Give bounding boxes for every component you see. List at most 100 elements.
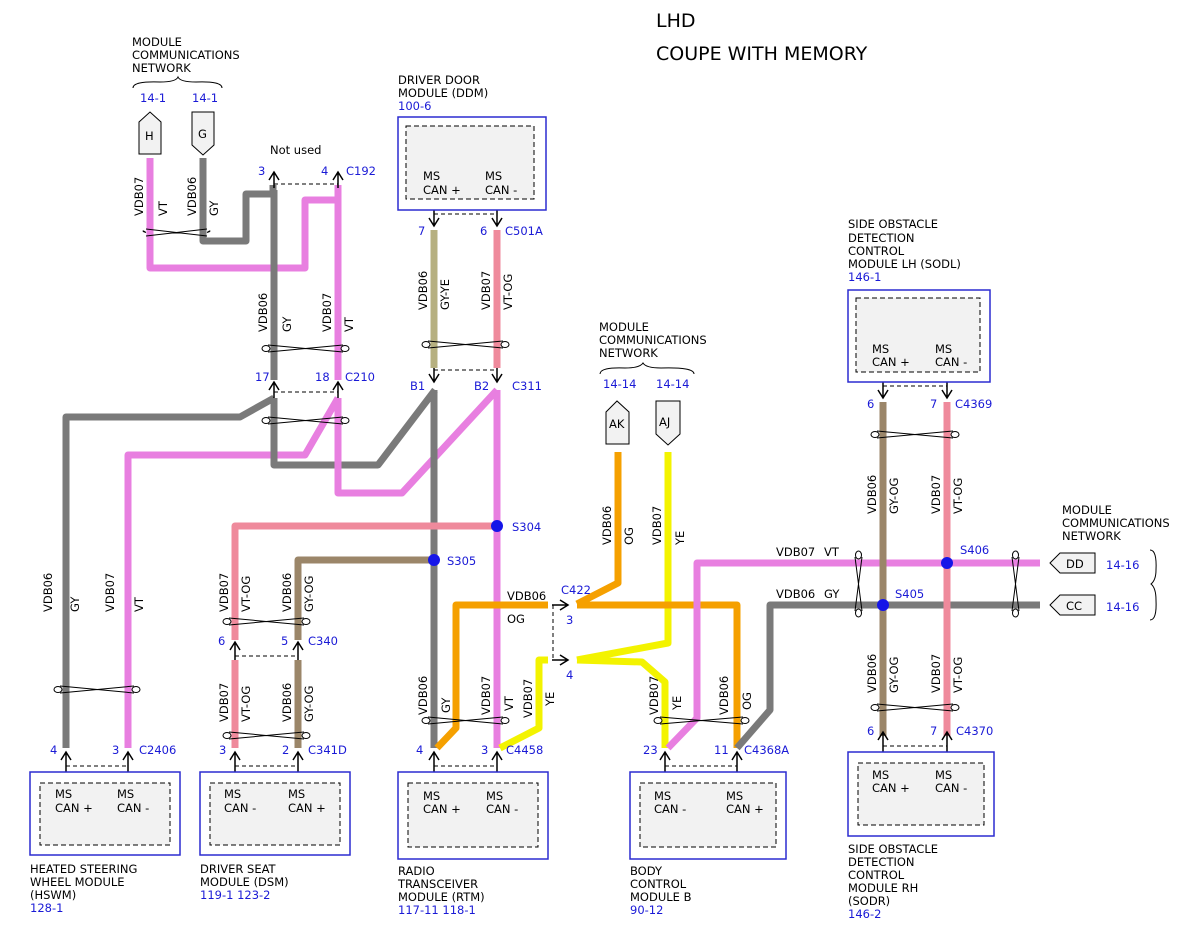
wire-label-circuit: VDB07 (776, 545, 815, 559)
wire-label-circuit: VDB06 (41, 573, 55, 612)
sodl-name-l4: MODULE LH (SODL) (848, 257, 961, 271)
wire-og-ak (575, 452, 622, 608)
wire-label-circuit: VDB06 (280, 573, 294, 612)
twist-end (261, 417, 271, 424)
twist-mark (659, 716, 744, 725)
arrow-icon (229, 640, 241, 660)
splice-s405 (877, 599, 889, 611)
arrow-icon (332, 170, 344, 188)
c422-name: C422 (561, 583, 591, 597)
net-mid-ref1: 14-14 (603, 377, 636, 391)
dsm-ref: 119-1 123-2 (200, 888, 271, 902)
twist-mark (427, 716, 504, 725)
sodl-name-l1: SIDE OBSTACLE (848, 217, 938, 231)
arrow-icon (332, 380, 344, 398)
twist-mark (228, 731, 305, 740)
module-sodl: MS CAN + MS CAN - (847, 289, 991, 383)
twist-end (261, 345, 271, 352)
wire-ye-c422-rtm (498, 656, 548, 752)
c422-pin-a: 3 (566, 613, 573, 627)
net-mid-l2: COMMUNICATIONS (599, 333, 707, 347)
wire-label-circuit: VDB07 (320, 293, 334, 332)
module-bcm-b: MS CAN - MS CAN + (629, 771, 787, 860)
sodr-pin1-l1: MS (872, 768, 889, 782)
wire-label-color: VT (342, 316, 356, 332)
c341d-pin-a: 3 (219, 743, 226, 757)
wire-label-circuit: VDB06 (600, 506, 614, 545)
rtm-pin2-l2: CAN - (486, 802, 518, 816)
wire-label-color: VT-OG (239, 686, 253, 722)
c341d-pin-b: 2 (282, 743, 289, 757)
twist-end (950, 431, 960, 438)
wires (62, 158, 1040, 752)
twist-mark (267, 344, 344, 353)
c340-pin-b: 5 (281, 634, 288, 648)
net-top-l1: MODULE (132, 35, 182, 49)
wire-label-circuit: VDB07 (647, 676, 661, 715)
splice-s304-label: S304 (512, 520, 541, 534)
dsm-name-l2: MODULE (DSM) (200, 875, 289, 889)
net-top-ref1: 14-1 (140, 91, 166, 105)
c422-pin-b: 4 (566, 668, 573, 682)
wire-label-color: VT-OG (951, 657, 965, 693)
twist-end (1012, 550, 1019, 560)
rtm-pin1-l1: MS (423, 789, 440, 803)
rtm-name-l2: TRANSCEIVER (397, 877, 478, 891)
conn-g: G (191, 111, 215, 156)
arrow-icon (491, 368, 503, 384)
hswm-pin1-l1: MS (55, 787, 72, 801)
c210-pin-b: 18 (315, 370, 330, 384)
wire-label-circuit: VDB07 (217, 573, 231, 612)
c501a-pin-a: 7 (418, 224, 425, 238)
twist-mark (876, 430, 954, 439)
twist-end (870, 704, 880, 711)
net-mid-l3: NETWORK (599, 346, 658, 360)
c4369-name: C4369 (955, 397, 992, 411)
c311-pin-a: B1 (410, 379, 425, 393)
sodr-ref: 146-2 (848, 907, 881, 921)
c210-pin-a: 17 (255, 370, 270, 384)
wire-label-color: GY (280, 316, 294, 332)
twist-end (301, 618, 311, 625)
arrow-icon (268, 380, 280, 398)
wire-label-circuit: VDB07 (479, 676, 493, 715)
conn-h-label: H (145, 129, 154, 143)
conn-dd-label: DD (1066, 557, 1084, 571)
wire-label-circuit: VDB07 (217, 683, 231, 722)
twist-mark (267, 416, 344, 425)
ddm-pin2-l1: MS (485, 169, 502, 183)
wire-label-circuit: VDB07 (929, 654, 943, 693)
net-right-ref-dd: 14-16 (1106, 558, 1139, 572)
net-mid-l1: MODULE (599, 320, 649, 334)
twist-end (950, 704, 960, 711)
wire-label-circuit: VDB06 (865, 654, 879, 693)
net-right-l1: MODULE (1062, 503, 1112, 517)
splices (428, 520, 953, 611)
wire-label-color: VT (502, 695, 516, 711)
c311-pin-b: B2 (474, 379, 489, 393)
wire-gy-og-s305-dsm (294, 556, 434, 640)
module-hswm: MS CAN + MS CAN - (29, 771, 181, 856)
c4368a-pin-a: 23 (643, 743, 658, 757)
wire-label-color: OG (622, 527, 636, 545)
bcmb-ref: 90-12 (630, 903, 663, 917)
wire-label-circuit: VDB06 (185, 177, 199, 216)
twist-mark (854, 556, 863, 612)
twist-end (131, 686, 141, 693)
wire-label-circuit: VDB06 (416, 271, 430, 310)
dsm-pin1-l1: MS (224, 787, 241, 801)
wire-ye-c422-bcm (576, 656, 669, 748)
arrow-icon (428, 368, 440, 384)
twist-end (421, 341, 431, 348)
c340-name: C340 (308, 634, 338, 648)
c340-pin-a: 6 (218, 634, 225, 648)
splice-s406-label: S406 (960, 543, 989, 557)
bcmb-name-l2: CONTROL (630, 877, 687, 891)
sodl-name-l2: DETECTION (848, 231, 915, 245)
twist-end (421, 717, 431, 724)
conn-h: H (138, 111, 162, 155)
net-top-l3: NETWORK (132, 61, 191, 75)
twist-end (340, 345, 350, 352)
wire-label-color: OG (507, 612, 525, 626)
